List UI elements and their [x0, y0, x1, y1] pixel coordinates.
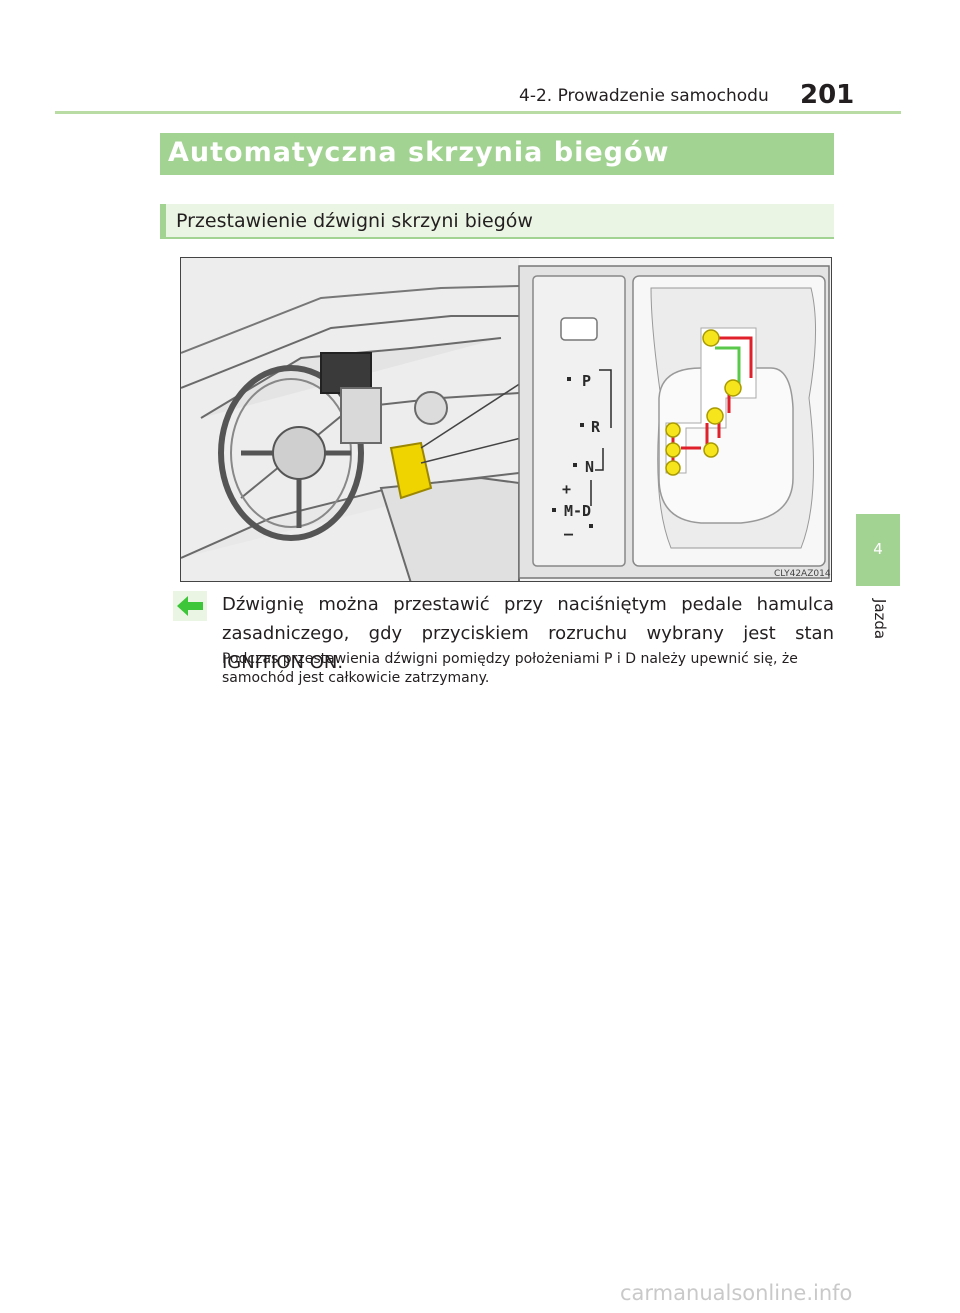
gate-label-p: P [582, 372, 591, 390]
gate-label-plus: + [562, 480, 571, 498]
chapter-tab: 4 [856, 514, 900, 586]
chapter-number: 4 [873, 540, 883, 558]
page-number: 201 [800, 80, 855, 110]
subtitle-bar: Przestawienie dźwigni skrzyni biegów [160, 204, 834, 239]
section-subtitle: Przestawienie dźwigni skrzyni biegów [176, 210, 533, 232]
figure-code: CLY42AZ014 [774, 569, 831, 579]
green-arrow-icon [173, 591, 207, 621]
illustration-svg: P R N + M-D – [181, 258, 831, 581]
instruction-paragraph: Dźwignię można przestawić przy naciśnięt… [222, 594, 834, 673]
watermark: carmanualsonline.info [620, 1281, 853, 1305]
title-bar: Automatyczna skrzynia biegów [160, 133, 834, 175]
chapter-label-wrap: Jazda [868, 592, 890, 652]
gate-label-r: R [591, 418, 601, 436]
page-title: Automatyczna skrzynia biegów [168, 137, 670, 168]
gate-label-minus: – [564, 525, 574, 543]
shift-gate-panel [518, 265, 830, 579]
gate-lines [590, 369, 612, 506]
car-interior-drawing [181, 258, 522, 581]
gate-label-d: M-D [564, 502, 591, 520]
shift-lever-illustration: P R N + M-D – [180, 257, 832, 582]
chapter-label: Jazda [871, 598, 889, 640]
section-header: 4-2. Prowadzenie samochodu [519, 86, 769, 106]
gate-dots [552, 377, 593, 528]
note-paragraph: Podczas przestawienia dźwigni pomiędzy p… [222, 651, 798, 686]
header-rule [55, 111, 901, 114]
gate-label-n: N [585, 458, 594, 476]
shift-position-dots [665, 329, 742, 476]
gate-labels: P R N + M-D – [562, 372, 601, 543]
